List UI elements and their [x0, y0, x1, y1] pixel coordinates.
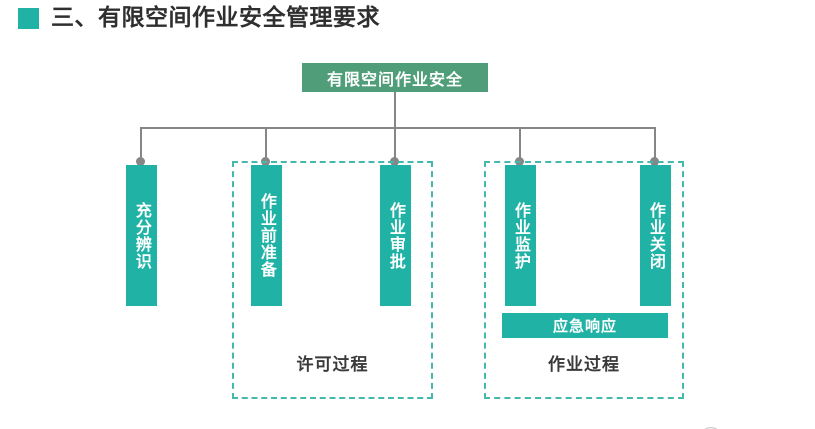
- stage-label-full-identification: 充分辨识: [132, 201, 152, 270]
- root-node-label: 有限空间作业安全: [326, 69, 463, 89]
- emergency-response-label: 应急响应: [552, 317, 617, 335]
- group-label-operation: 作业过程: [548, 355, 620, 375]
- wechat-icon: [700, 426, 730, 429]
- stage-box-work-supervision[interactable]: 作业监护: [505, 165, 536, 306]
- group-box-permit: [232, 161, 433, 399]
- connector-drop-1: [140, 127, 142, 159]
- page-title: 三、有限空间作业安全管理要求: [51, 5, 380, 31]
- connector-dot-1: [136, 157, 145, 166]
- stage-label-work-closure: 作业关闭: [646, 201, 666, 270]
- watermark: 安全茂: [700, 426, 797, 429]
- stage-label-work-approval: 作业审批: [386, 201, 406, 270]
- group-label-permit: 许可过程: [296, 355, 369, 375]
- stage-box-full-identification[interactable]: 充分辨识: [126, 165, 157, 306]
- emergency-response-bar[interactable]: 应急响应: [502, 313, 668, 338]
- connector-horizontal-bus: [140, 127, 656, 129]
- connector-drop-5: [654, 127, 656, 159]
- connector-drop-4: [519, 127, 521, 159]
- header-bullet-square: [18, 8, 39, 29]
- stage-label-pre-work-preparation: 作业前准备: [257, 193, 277, 278]
- stage-label-work-supervision: 作业监护: [511, 201, 531, 270]
- connector-drop-3: [394, 127, 396, 159]
- root-node[interactable]: 有限空间作业安全: [302, 63, 488, 92]
- page-header: 三、有限空间作业安全管理要求: [0, 0, 815, 45]
- connector-root-stem: [394, 92, 396, 128]
- group-box-operation: [484, 161, 684, 399]
- stage-box-work-approval[interactable]: 作业审批: [380, 165, 411, 306]
- stage-box-work-closure[interactable]: 作业关闭: [640, 165, 671, 306]
- diagram-canvas: 有限空间作业安全 许可过程 作业过程 充分辨识 作业前准备 作业审批: [0, 45, 815, 429]
- stage-box-pre-work-preparation[interactable]: 作业前准备: [251, 165, 282, 306]
- connector-drop-2: [265, 127, 267, 159]
